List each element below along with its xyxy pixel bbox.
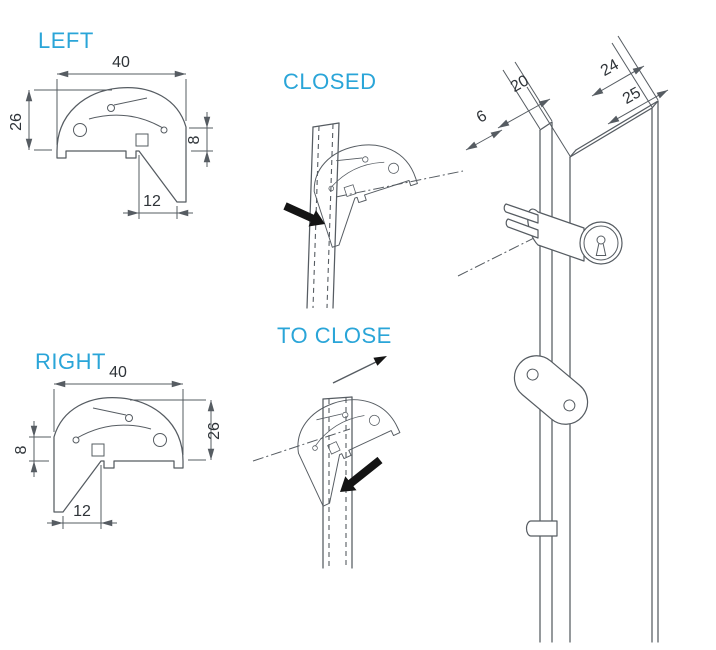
view-right: RIGHT 40 26 8 12: [13, 349, 223, 529]
frame-hidden-line: [326, 123, 334, 309]
centerline: [252, 428, 351, 462]
panel-corner-edge: [569, 149, 577, 158]
dimension-line: [465, 129, 503, 151]
closed-view-label: CLOSED: [283, 69, 376, 94]
cylinder-face: [579, 221, 623, 265]
screw-hole: [563, 399, 576, 412]
right-dim-height: 26: [206, 422, 223, 440]
cylinder-pin: [505, 218, 539, 239]
left-dim-width: 40: [112, 54, 130, 71]
left-dim-edge: 8: [186, 135, 203, 144]
install-dim-thickness: 24: [598, 56, 622, 80]
keyhole-circle: [596, 235, 606, 245]
frame-top-edge: [322, 396, 353, 400]
right-dim-edge: 8: [13, 445, 30, 454]
left-cam-shape: [56, 86, 187, 203]
strip-top-edge: [539, 121, 553, 131]
extension-line: [526, 86, 571, 157]
screw-hole: [526, 368, 539, 381]
dimension-line: [497, 98, 551, 129]
door-panel: [569, 100, 659, 643]
dimension-line: [591, 65, 645, 97]
install-dim-edge-width: 25: [620, 84, 644, 108]
panel-top-edge: [569, 107, 653, 158]
direction-arrow-head: [373, 356, 387, 366]
strike-plate: [513, 355, 589, 425]
view-to-close: TO CLOSE: [252, 323, 415, 569]
left-dim-height: 26: [8, 113, 25, 131]
right-dim-foot: 12: [73, 503, 91, 520]
frame-edge-line: [332, 122, 340, 309]
to-close-push-arrow: [340, 456, 383, 492]
install-dim-backset: 20: [508, 72, 532, 96]
dimension-line: [607, 89, 669, 125]
frame-top-edge: [312, 122, 340, 128]
panel-corner-edge: [651, 100, 659, 109]
keyhole-slot: [595, 243, 607, 256]
centerline: [457, 236, 537, 277]
cylinder-pin: [503, 203, 539, 224]
left-view-label: LEFT: [38, 28, 94, 53]
right-cam-shape: [53, 396, 184, 513]
plate-outline: [513, 355, 589, 425]
cylinder-face-inner: [583, 225, 619, 261]
view-installation: 6 20 24 25: [457, 35, 669, 643]
direction-arrow-shaft: [332, 361, 377, 384]
left-dim-foot: 12: [143, 193, 161, 210]
to-close-view-label: TO CLOSE: [277, 323, 392, 348]
view-closed: CLOSED: [283, 69, 464, 309]
right-view-label: RIGHT: [35, 349, 106, 374]
view-left: LEFT 40 26 8 12: [8, 28, 213, 219]
install-dim-gap: 6: [474, 107, 490, 126]
right-dim-width: 40: [109, 364, 127, 381]
closed-push-arrow: [283, 202, 325, 227]
lock-cylinder: [503, 203, 623, 265]
closed-cam-shape: [304, 130, 429, 248]
bottom-pin: [525, 520, 558, 537]
panel-top-back-edge: [575, 100, 659, 151]
